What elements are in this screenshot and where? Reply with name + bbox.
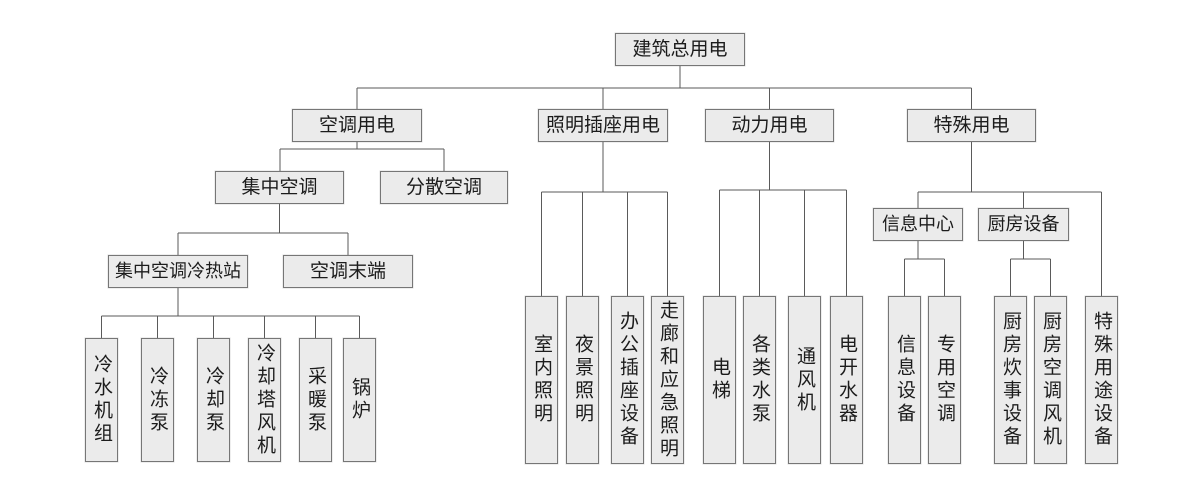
node-office-socket-equipment: 办公插座设备: [611, 296, 644, 464]
node-corridor-emergency-lighting-label: 走廊和应急照明: [657, 299, 679, 461]
node-special-purpose-equipment: 特殊用途设备: [1085, 296, 1118, 464]
node-chilled-water-pump: 冷冻泵: [141, 338, 174, 462]
node-office-socket-equipment-label: 办公插座设备: [617, 311, 639, 449]
node-indoor-lighting: 室内照明: [525, 296, 558, 464]
node-central-plant-label: 集中空调冷热站: [115, 260, 241, 282]
node-electric-water-heater: 电开水器: [830, 296, 863, 464]
node-cooling-water-pump-label: 冷却泵: [203, 365, 225, 435]
node-corridor-emergency-lighting: 走廊和应急照明: [651, 296, 684, 464]
node-chiller-unit: 冷水机组: [85, 338, 118, 462]
node-ventilation-fan: 通风机: [788, 296, 821, 464]
node-heating-pump: 采暖泵: [299, 338, 332, 462]
node-building-total: 建筑总用电: [615, 33, 745, 66]
node-heating-pump-label: 采暖泵: [305, 365, 327, 435]
node-lighting-socket-label: 照明插座用电: [545, 114, 660, 136]
node-elevator: 电梯: [703, 296, 736, 464]
node-central-plant: 集中空调冷热站: [108, 255, 248, 288]
node-kitchen-equipment-label: 厨房设备: [987, 213, 1060, 235]
node-special: 特殊用电: [907, 109, 1036, 142]
node-indoor-lighting-label: 室内照明: [531, 334, 553, 426]
node-info-center: 信息中心: [873, 208, 963, 241]
node-distributed-ac: 分散空调: [380, 171, 508, 204]
node-ventilation-fan-label: 通风机: [794, 345, 816, 415]
node-kitchen-cooking-equipment: 厨房炊事设备: [994, 296, 1027, 464]
node-various-pumps-label: 各类水泵: [749, 334, 771, 426]
node-building-total-label: 建筑总用电: [632, 38, 728, 60]
node-special-label: 特殊用电: [933, 114, 1010, 136]
node-elevator-label: 电梯: [709, 357, 731, 403]
node-power-label: 动力用电: [731, 114, 808, 136]
node-hvac-label: 空调用电: [318, 114, 395, 136]
node-info-center-label: 信息中心: [882, 213, 954, 235]
node-hvac: 空调用电: [292, 109, 422, 142]
node-electric-water-heater-label: 电开水器: [836, 334, 858, 426]
node-cooling-tower-fan: 冷却塔风机: [248, 338, 281, 462]
node-kitchen-ac-fan-label: 厨房空调风机: [1040, 311, 1062, 449]
node-central-ac-label: 集中空调: [241, 176, 318, 198]
node-ac-terminal-label: 空调末端: [309, 260, 386, 282]
node-chilled-water-pump-label: 冷冻泵: [147, 365, 169, 435]
node-central-ac: 集中空调: [215, 171, 344, 204]
node-kitchen-ac-fan: 厨房空调风机: [1034, 296, 1067, 464]
node-info-equipment-label: 信息设备: [894, 334, 916, 426]
node-nightscape-lighting-label: 夜景照明: [572, 334, 594, 426]
node-info-equipment: 信息设备: [888, 296, 921, 464]
node-cooling-water-pump: 冷却泵: [197, 338, 230, 462]
node-various-pumps: 各类水泵: [743, 296, 776, 464]
node-ac-terminal: 空调末端: [283, 255, 413, 288]
node-chiller-unit-label: 冷水机组: [91, 354, 113, 446]
node-lighting-socket: 照明插座用电: [538, 109, 668, 142]
node-cooling-tower-fan-label: 冷却塔风机: [254, 342, 276, 458]
node-kitchen-equipment: 厨房设备: [978, 208, 1069, 241]
node-dedicated-ac: 专用空调: [928, 296, 961, 464]
node-special-purpose-equipment-label: 特殊用途设备: [1091, 311, 1113, 449]
node-dedicated-ac-label: 专用空调: [934, 334, 956, 426]
node-kitchen-cooking-equipment-label: 厨房炊事设备: [1000, 311, 1022, 449]
node-distributed-ac-label: 分散空调: [405, 176, 482, 198]
node-power: 动力用电: [705, 109, 834, 142]
node-boiler-label: 锅炉: [349, 377, 371, 423]
node-boiler: 锅炉: [343, 338, 376, 462]
node-nightscape-lighting: 夜景照明: [566, 296, 599, 464]
